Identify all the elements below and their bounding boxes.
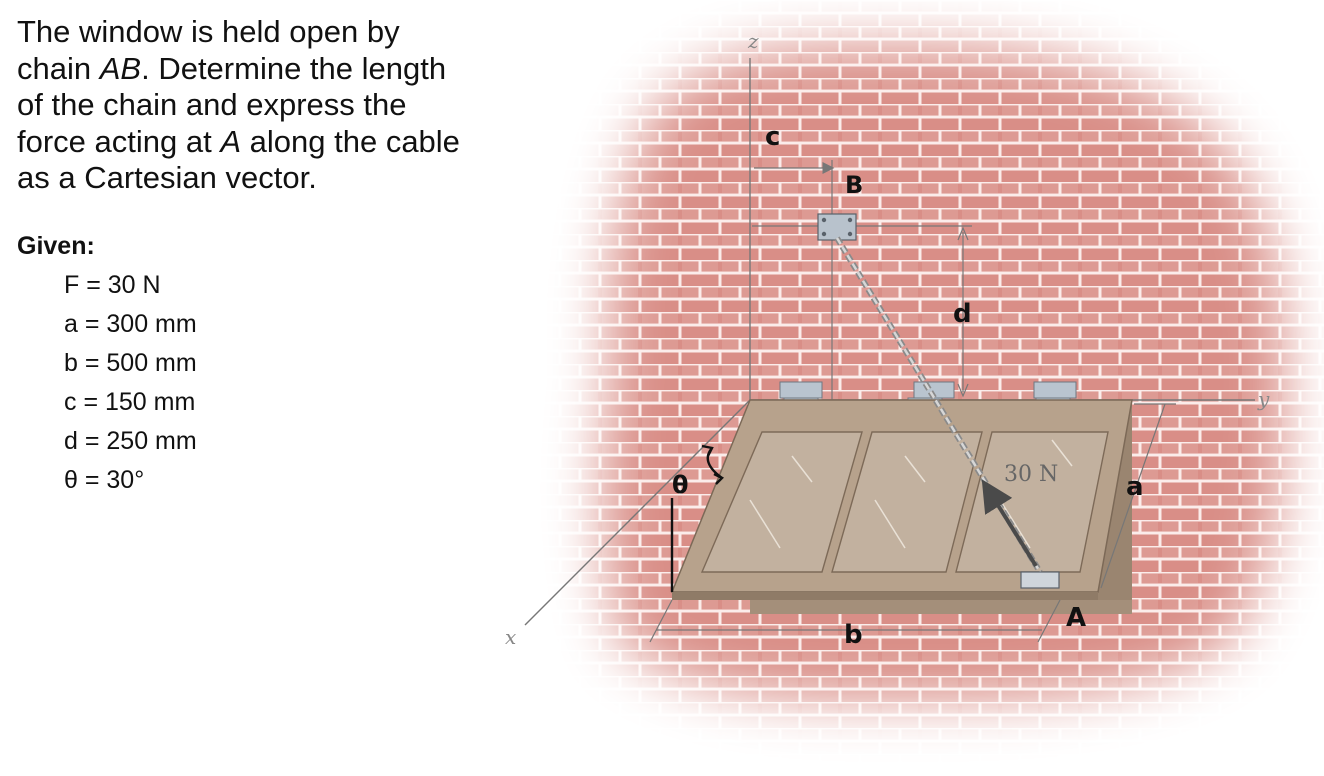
- given-value: d = 250 mm: [64, 427, 197, 455]
- anchor-a: [1020, 571, 1060, 589]
- label-a: a: [1126, 472, 1144, 502]
- axis-x-label: x: [505, 625, 516, 649]
- given-value: c = 150 mm: [64, 388, 196, 416]
- dimension-a: [1100, 403, 1176, 589]
- window-chain-diagram: z y x c d: [480, 0, 1324, 776]
- given-value: F = 30 N: [64, 271, 161, 299]
- axis-z-label: z: [747, 29, 759, 53]
- brick-wall: [480, 0, 1324, 776]
- force-arrow: [981, 479, 1038, 568]
- force-label: 30 N: [1004, 462, 1058, 487]
- dimension-b: [649, 599, 1061, 643]
- label-theta: θ: [672, 471, 689, 499]
- angle-theta-marker: [670, 444, 725, 592]
- problem-line: of the chain and express the: [17, 87, 407, 122]
- dimension-c: [752, 160, 972, 400]
- dimension-d: [957, 226, 969, 398]
- label-a-point: A: [1066, 603, 1086, 633]
- problem-line: as a Cartesian vector.: [17, 160, 317, 195]
- window-panes: [700, 431, 1109, 573]
- axis-y-label: y: [1257, 387, 1270, 411]
- label-c: c: [765, 122, 780, 152]
- window-under: [750, 600, 1132, 614]
- label-b-point: B: [845, 171, 863, 199]
- problem-line: chain AB. Determine the length: [17, 50, 447, 86]
- given-heading: Given:: [17, 232, 95, 260]
- given-value: θ = 30°: [64, 466, 145, 494]
- bracket-b: [817, 213, 857, 241]
- label-d: d: [953, 299, 972, 329]
- problem-line: The window is held open by: [17, 14, 400, 49]
- label-b: b: [844, 620, 863, 650]
- given-list: F = 30 N a = 300 mm b = 500 mm c = 150 mm d …: [64, 268, 197, 502]
- given-value: a = 300 mm: [64, 310, 197, 338]
- problem-line: force acting at A along the cable: [17, 123, 460, 159]
- given-value: b = 500 mm: [64, 349, 197, 377]
